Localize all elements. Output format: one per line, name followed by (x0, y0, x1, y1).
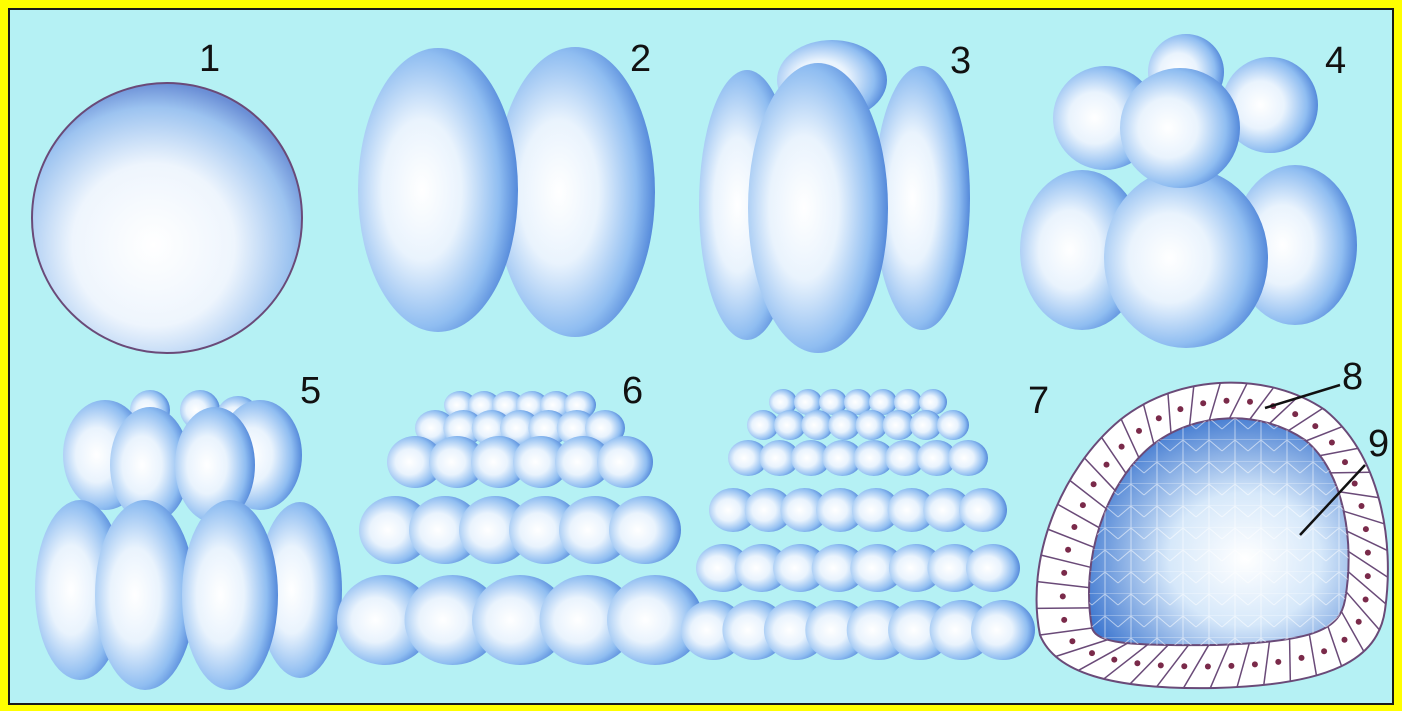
cell-nucleus (1111, 657, 1117, 663)
cell-wall (1037, 608, 1090, 609)
stage-4-eight-cells (1020, 34, 1357, 348)
cell-nucleus (1363, 526, 1369, 532)
cell-nucleus (1071, 524, 1077, 530)
cell-nucleus (1136, 428, 1142, 434)
cell-nucleus (1356, 619, 1362, 625)
cell-nucleus (1061, 617, 1067, 623)
cell-nucleus (1158, 662, 1164, 668)
cell-nucleus (1205, 664, 1211, 670)
cell-nucleus (1091, 481, 1097, 487)
cell-nucleus (1061, 570, 1067, 576)
blastomere (609, 496, 681, 564)
cell-nucleus (1181, 663, 1187, 669)
cell-nucleus (1365, 573, 1371, 579)
blastomere (597, 436, 653, 488)
cell-nucleus (1228, 663, 1234, 669)
label-stage-4: 4 (1325, 42, 1346, 80)
blastomere (937, 410, 969, 440)
cell-nucleus (1365, 550, 1371, 556)
label-stage-7: 7 (1028, 382, 1049, 420)
cell-nucleus (1292, 411, 1298, 417)
label-stage-5: 5 (300, 372, 321, 410)
stage-1-zygote (32, 83, 302, 353)
stage-2-two-cells (358, 47, 655, 337)
cell-nucleus (1065, 547, 1071, 553)
cell-nucleus (1104, 462, 1110, 468)
label-stage-2: 2 (630, 40, 651, 78)
stage-6-morula (337, 391, 703, 665)
label-stage-3: 3 (950, 42, 971, 80)
cell-nucleus (1321, 648, 1327, 654)
cell-wall (1331, 472, 1370, 473)
cell-nucleus (1363, 597, 1369, 603)
cell-nucleus (1200, 400, 1206, 406)
cell-nucleus (1359, 503, 1365, 509)
blastula-cross-section (1037, 383, 1388, 689)
cell-nucleus (1156, 415, 1162, 421)
cell-nucleus (1060, 593, 1066, 599)
cell-nucleus (1224, 398, 1230, 404)
cell-nucleus (1342, 459, 1348, 465)
cell-nucleus (1312, 423, 1318, 429)
label-stage-1: 1 (199, 40, 220, 78)
cell-nucleus (1089, 650, 1095, 656)
blastomere (959, 488, 1007, 532)
cell-nucleus (1080, 502, 1086, 508)
cell-nucleus (1329, 440, 1335, 446)
cell-nucleus (1352, 481, 1358, 487)
stage-3-four-cells (699, 40, 970, 353)
label-stage-6: 6 (622, 372, 643, 410)
stage-5-sixteen-cells (35, 390, 342, 690)
cell-nucleus (1177, 406, 1183, 412)
label-part-9: 9 (1368, 425, 1389, 463)
stage-7-late-morula (681, 389, 1035, 660)
blastomere (971, 600, 1035, 660)
blastomere (966, 544, 1020, 592)
label-part-8: 8 (1342, 358, 1363, 396)
cell-nucleus (1252, 661, 1258, 667)
cell-nucleus (1119, 444, 1125, 450)
cell-nucleus (1299, 655, 1305, 661)
blastomere (948, 440, 988, 476)
cell-nucleus (1069, 638, 1075, 644)
cell-nucleus (1275, 659, 1281, 665)
cell-nucleus (1247, 399, 1253, 405)
cell-wall (1290, 639, 1291, 681)
cell-nucleus (1134, 660, 1140, 666)
cell-nucleus (1342, 637, 1348, 643)
